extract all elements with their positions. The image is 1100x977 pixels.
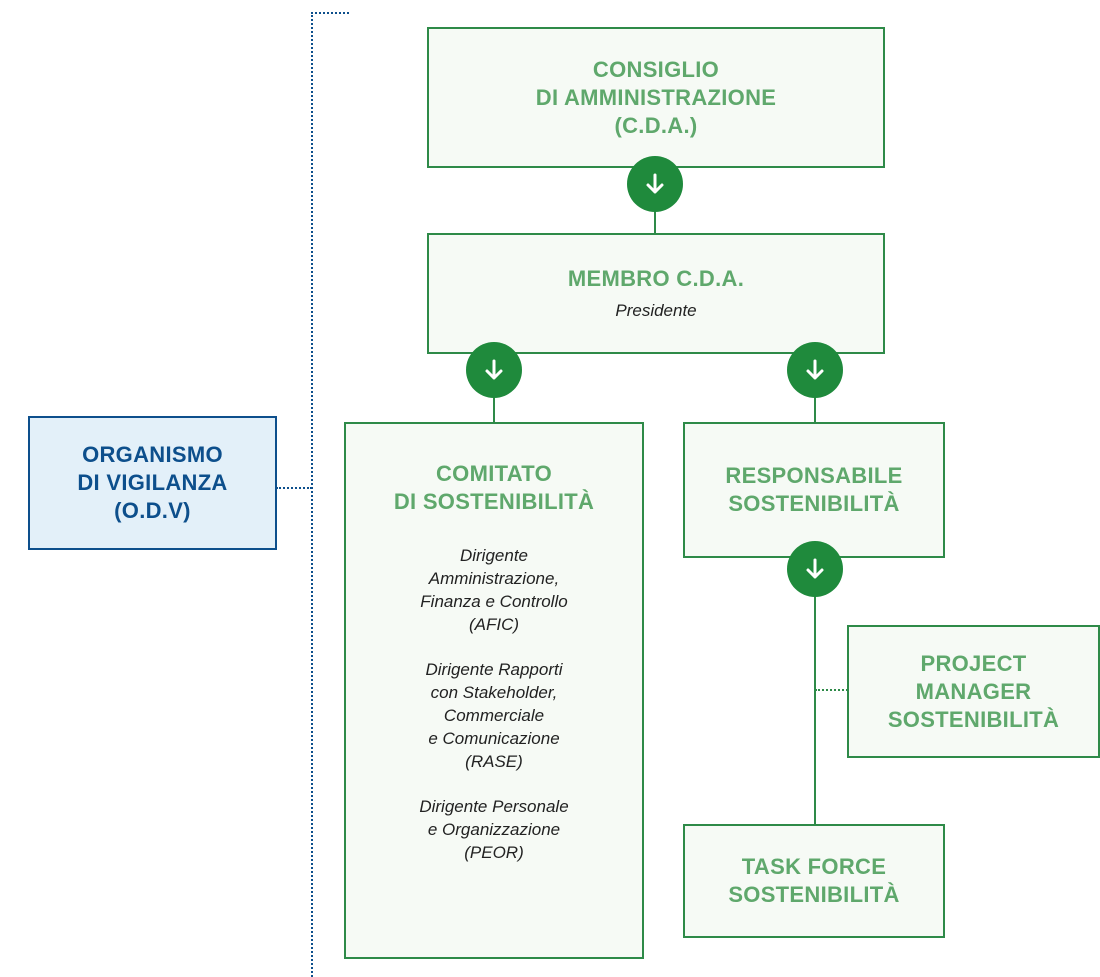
cda-box: CONSIGLIO DI AMMINISTRAZIONE (C.D.A.) [427, 27, 885, 168]
comitato-member-peor: Dirigente Personale e Organizzazione (PE… [419, 797, 569, 862]
odv-title: ORGANISMO DI VIGILANZA (O.D.V) [77, 442, 228, 523]
membro-cda-box: MEMBRO C.D.A. Presidente [427, 233, 885, 354]
responsabile-title: RESPONSABILE SOSTENIBILITÀ [725, 463, 903, 516]
comitato-member-rase: Dirigente Rapporti con Stakeholder, Comm… [425, 660, 563, 771]
responsabile-box: RESPONSABILE SOSTENIBILITÀ [683, 422, 945, 558]
comitato-member-afic: Dirigente Amministrazione, Finanza e Con… [420, 546, 568, 634]
project-manager-dotted-connector [815, 689, 848, 691]
arrow-down-icon [787, 342, 843, 398]
arrow-down-icon [466, 342, 522, 398]
odv-dotted-connector [276, 487, 312, 489]
task-force-title: TASK FORCE SOSTENIBILITÀ [728, 854, 900, 907]
odv-dotted-vertical-line [311, 12, 313, 977]
arrow-down-icon [787, 541, 843, 597]
connector-responsabile-taskforce [814, 557, 816, 825]
cda-title: CONSIGLIO DI AMMINISTRAZIONE (C.D.A.) [535, 56, 777, 138]
task-force-box: TASK FORCE SOSTENIBILITÀ [683, 824, 945, 938]
arrow-down-icon [627, 156, 683, 212]
comitato-title: COMITATO DI SOSTENIBILITÀ [393, 461, 595, 514]
comitato-box: COMITATO DI SOSTENIBILITÀ Dirigente Ammi… [344, 422, 644, 959]
membro-cda-title: MEMBRO C.D.A. [567, 266, 745, 291]
odv-box: ORGANISMO DI VIGILANZA (O.D.V) [28, 416, 277, 550]
odv-dotted-top-line [311, 12, 349, 14]
project-manager-title: PROJECT MANAGER SOSTENIBILITÀ [887, 650, 1060, 732]
membro-cda-subtitle: Presidente [615, 301, 697, 320]
project-manager-box: PROJECT MANAGER SOSTENIBILITÀ [847, 625, 1100, 758]
